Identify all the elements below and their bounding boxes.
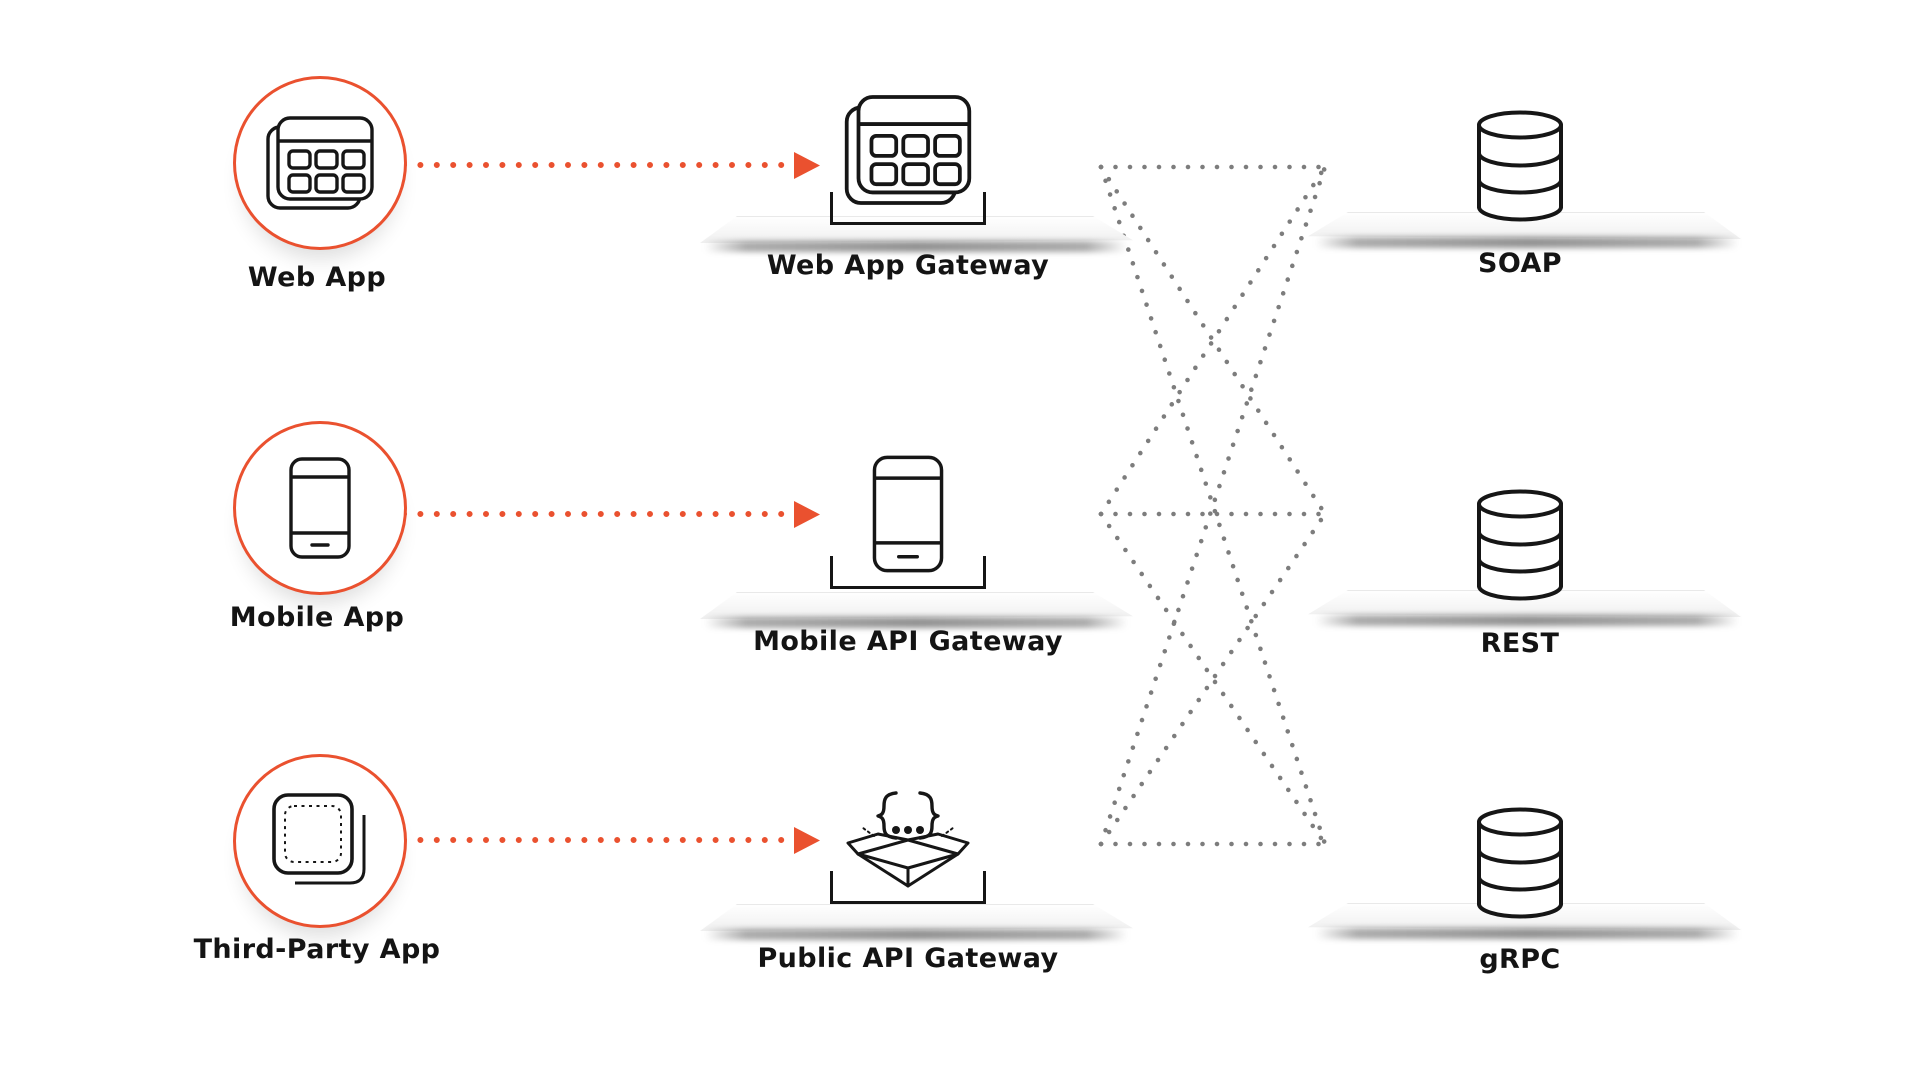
platform-shadow bbox=[1315, 237, 1739, 248]
mesh-line bbox=[1098, 164, 1328, 517]
platform-shadow bbox=[704, 617, 1128, 628]
gateway-bracket bbox=[830, 871, 986, 904]
web-app-grid-icon bbox=[266, 116, 374, 210]
mesh-line bbox=[1098, 164, 1328, 517]
gateway-bracket bbox=[830, 556, 986, 589]
platform-shadow bbox=[704, 241, 1128, 252]
mobile-phone-icon bbox=[289, 457, 351, 559]
client-node-third-party-app bbox=[233, 754, 407, 928]
client-node-web-app bbox=[233, 76, 407, 250]
platform-shadow bbox=[1315, 615, 1739, 626]
client-label-third-party-app: Third-Party App bbox=[193, 934, 441, 965]
gateway-platform bbox=[700, 904, 1133, 931]
backend-label-rest: REST bbox=[1480, 628, 1560, 659]
gateway-platform bbox=[700, 216, 1133, 243]
gateway-bracket bbox=[830, 192, 986, 225]
mobile-phone-icon bbox=[872, 455, 944, 573]
arrowhead-icon bbox=[794, 152, 820, 179]
web-app-grid-icon bbox=[844, 95, 972, 205]
mesh-line bbox=[1098, 511, 1328, 847]
platform-shadow bbox=[704, 929, 1128, 940]
database-icon bbox=[1477, 807, 1563, 919]
database-icon bbox=[1477, 110, 1563, 222]
client-node-mobile-app bbox=[233, 421, 407, 595]
backend-label-grpc: gRPC bbox=[1479, 944, 1561, 975]
client-label-mobile-app: Mobile App bbox=[229, 602, 405, 633]
client-label-web-app: Web App bbox=[247, 262, 387, 293]
gateway-platform bbox=[700, 592, 1133, 619]
gateway-label-public-api: Public API Gateway bbox=[757, 943, 1059, 974]
open-api-box-icon bbox=[846, 791, 970, 888]
database-icon bbox=[1477, 489, 1563, 601]
gateway-label-mobile-api: Mobile API Gateway bbox=[753, 626, 1063, 657]
gateway-label-web-app: Web App Gateway bbox=[766, 250, 1050, 281]
arrowhead-icon bbox=[794, 501, 820, 528]
platform-shadow bbox=[1315, 928, 1739, 939]
arrowhead-icon bbox=[794, 827, 820, 854]
backend-label-soap: SOAP bbox=[1478, 248, 1562, 279]
mesh-line bbox=[1098, 511, 1328, 847]
stacked-cards-icon bbox=[272, 793, 366, 885]
